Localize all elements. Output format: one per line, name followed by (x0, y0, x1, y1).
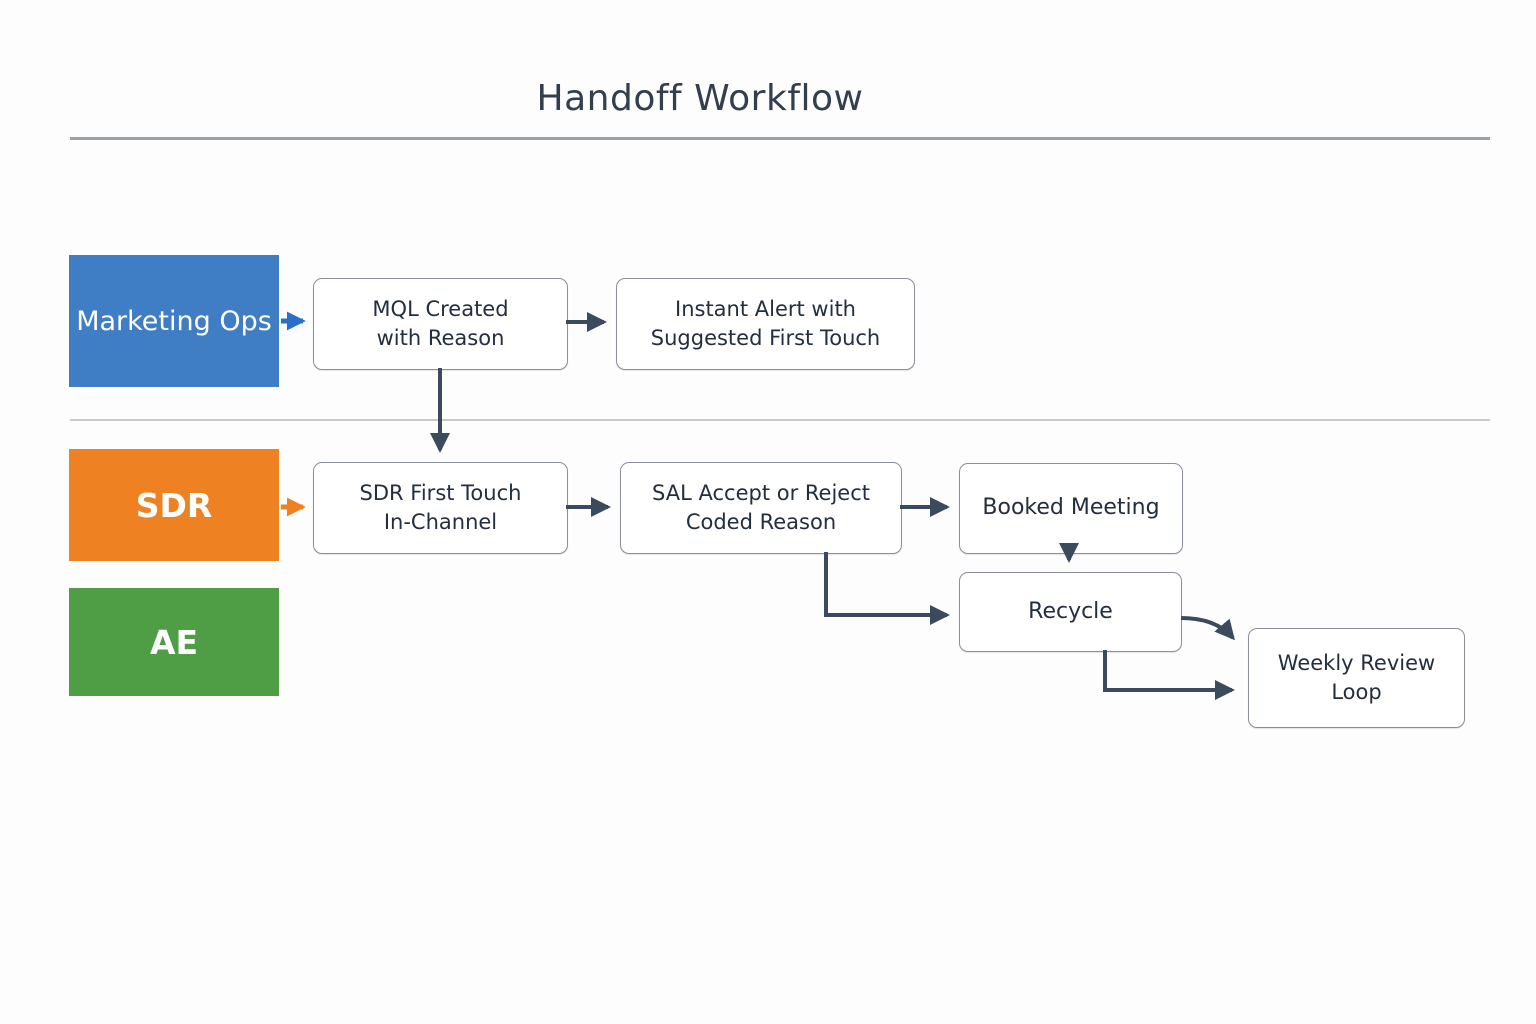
title-divider-rule (70, 137, 1490, 140)
node-sdr-first-touch: SDR First Touch In-Channel (313, 462, 568, 554)
diagram-title: Handoff Workflow (536, 78, 864, 119)
lane-divider-rule (70, 419, 1490, 421)
node-sdr-first-touch-label: SDR First Touch In-Channel (359, 481, 522, 534)
arrow-recycle-to-weekly-curved (1180, 616, 1235, 641)
node-recycle-label: Recycle (1028, 598, 1113, 624)
node-recycle: Recycle (959, 572, 1182, 652)
node-instant-alert: Instant Alert with Suggested First Touch (616, 278, 915, 370)
node-mql-created: MQL Created with Reason (313, 278, 568, 370)
arrow-recycle-to-weekly-elbow (1103, 650, 1235, 700)
lane-label-marketing-ops: Marketing Ops (69, 255, 279, 387)
lane-label-sdr-text: SDR (135, 485, 213, 525)
lane-label-marketing-ops-text: Marketing Ops (76, 305, 272, 337)
lane-label-ae: AE (69, 588, 279, 696)
arrow-sal-to-recycle (824, 552, 950, 625)
node-mql-created-label: MQL Created with Reason (372, 297, 509, 350)
lane-label-sdr: SDR (69, 449, 279, 561)
node-weekly-review-loop-label: Weekly Review Loop (1277, 651, 1436, 704)
node-booked-meeting-label: Booked Meeting (982, 495, 1160, 521)
node-sal-accept-reject-label: SAL Accept or Reject Coded Reason (652, 481, 870, 534)
node-weekly-review-loop: Weekly Review Loop (1248, 628, 1465, 728)
lane-label-ae-text: AE (149, 622, 199, 662)
node-instant-alert-label: Instant Alert with Suggested First Touch (650, 297, 881, 350)
node-sal-accept-reject: SAL Accept or Reject Coded Reason (620, 462, 902, 554)
node-booked-meeting: Booked Meeting (959, 463, 1183, 554)
